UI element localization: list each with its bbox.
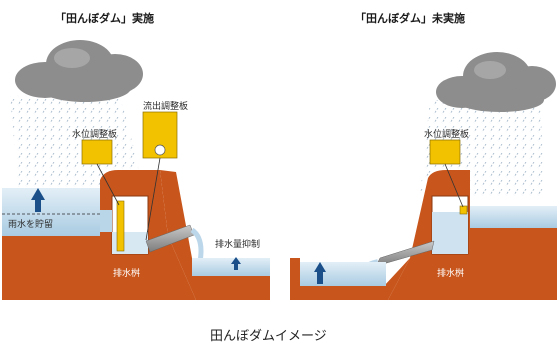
right-paddy-water bbox=[470, 206, 557, 228]
left-level-plate bbox=[116, 200, 125, 252]
left-store-rain-label: 雨水を貯留 bbox=[8, 220, 54, 230]
left-paddy-water bbox=[2, 188, 100, 236]
left-drain-control-label: 排水量抑制 bbox=[215, 240, 261, 250]
left-title: 「田んぼダム」実施 bbox=[55, 12, 154, 25]
left-level-plate-callout bbox=[81, 139, 113, 165]
right-ditch-arrow-icon bbox=[314, 262, 326, 284]
right-drain-box-label: 排水桝 bbox=[437, 269, 465, 279]
left-rise-arrow-icon bbox=[31, 188, 45, 212]
left-panel bbox=[2, 40, 270, 300]
left-level-plate-label: 水位調整板 bbox=[72, 130, 118, 140]
left-ditch-arrow-icon bbox=[231, 257, 241, 270]
right-level-plate-label: 水位調整板 bbox=[424, 130, 470, 140]
left-cloud-icon bbox=[15, 40, 143, 102]
right-level-plate-callout bbox=[429, 139, 461, 165]
right-soil bbox=[388, 170, 557, 300]
left-outflow-plate-label: 流出調整板 bbox=[143, 102, 189, 112]
right-level-plate bbox=[459, 205, 468, 215]
left-drain-box-label: 排水桝 bbox=[113, 269, 141, 279]
right-cloud-icon bbox=[436, 52, 556, 112]
caption: 田んぼダムイメージ bbox=[210, 329, 327, 344]
right-ditch-water bbox=[300, 262, 386, 286]
left-ditch-water bbox=[192, 258, 270, 276]
right-ditch-soil bbox=[290, 258, 410, 300]
right-panel bbox=[290, 52, 557, 300]
right-title: 「田んぼダム」未実施 bbox=[355, 12, 465, 25]
